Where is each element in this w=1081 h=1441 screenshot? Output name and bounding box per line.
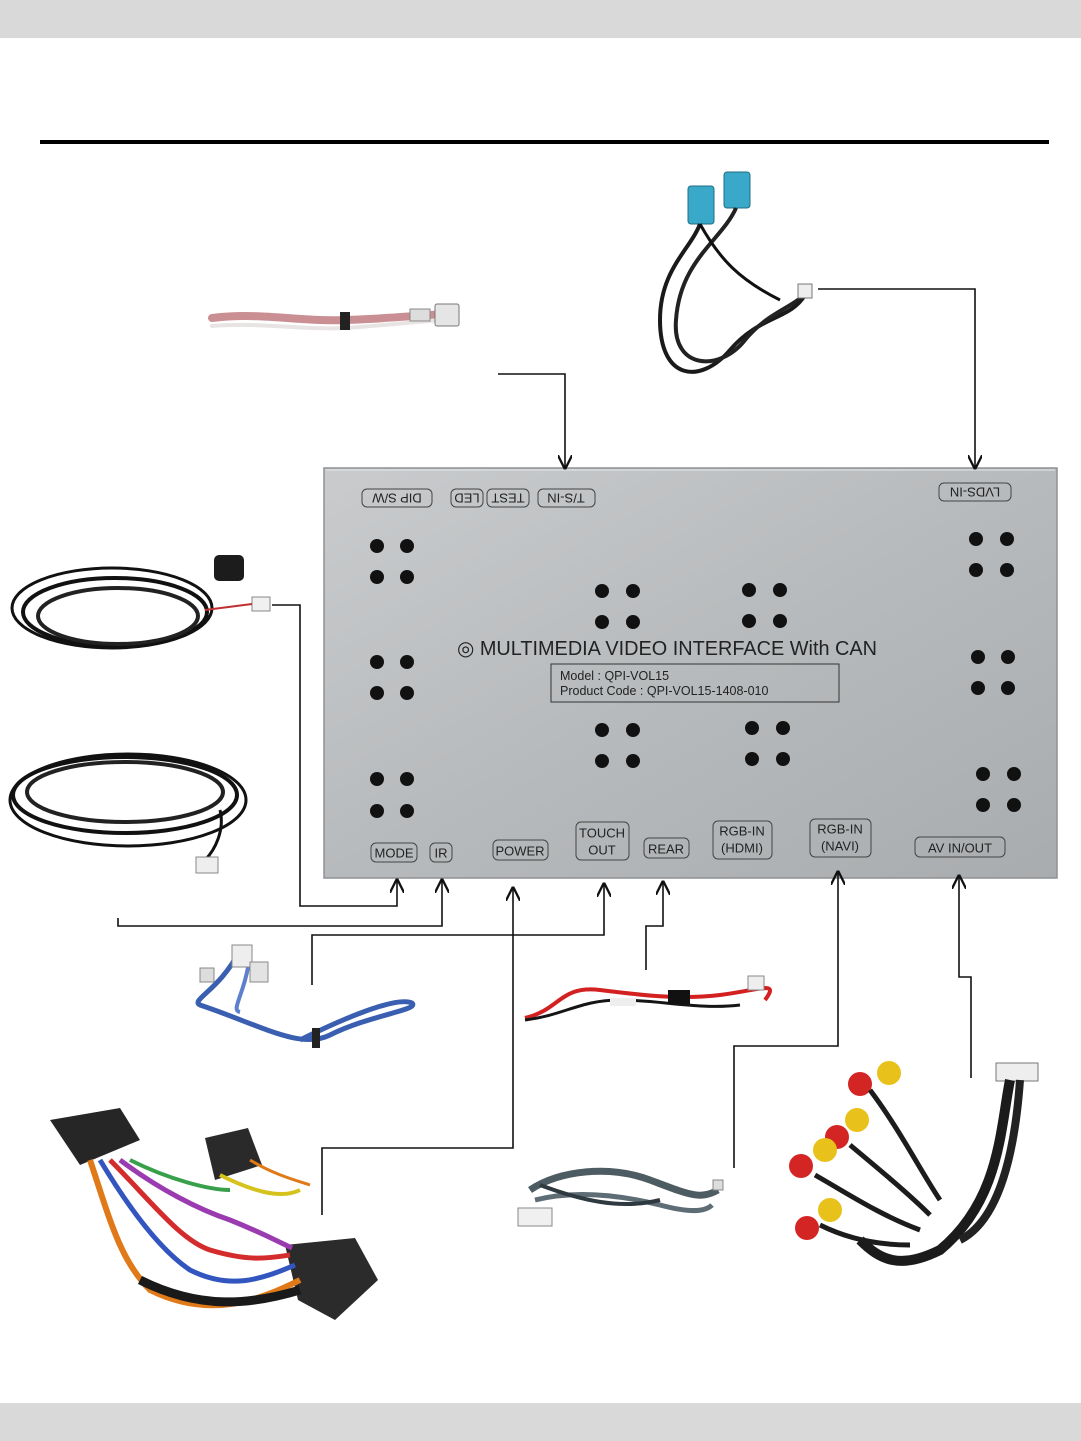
rgb-navi-label-1: RGB-IN <box>817 822 863 837</box>
mode-label: MODE <box>375 846 414 861</box>
led-label: LED <box>454 491 479 506</box>
ts-in-line <box>498 374 565 468</box>
model-text: Model : QPI-VOL15 <box>560 669 669 683</box>
ir-label: IR <box>435 846 448 861</box>
rgb-hdmi-label-1: RGB-IN <box>719 824 765 839</box>
product-code-text: Product Code : QPI-VOL15-1408-010 <box>560 684 769 698</box>
rear-line <box>646 882 663 970</box>
ts-in-cable-image <box>212 304 459 330</box>
touch-out-line <box>312 884 604 985</box>
av-inout-cable-image <box>789 1061 1038 1261</box>
mode-switch-cable-image <box>12 555 270 648</box>
ir-receiver-cable-image <box>10 754 246 873</box>
power-harness-image <box>50 1108 378 1320</box>
lvds-in-label: LVDS-IN <box>950 485 1000 500</box>
module-title: ◎ MULTIMEDIA VIDEO INTERFACE With CAN <box>457 638 877 660</box>
lvds-in-line <box>818 289 975 468</box>
rgb-navi-line <box>734 872 838 1168</box>
dip-sw-label: DIP S/W <box>371 491 421 506</box>
interface-module: ◎ MULTIMEDIA VIDEO INTERFACE With CAN Mo… <box>324 468 1057 878</box>
module-panel <box>324 468 1057 878</box>
port-rear: REAR <box>644 838 689 858</box>
touch-out-label-1: TOUCH <box>579 826 625 841</box>
rgb-navi-cable-image <box>518 1171 723 1226</box>
touch-out-label-2: OUT <box>588 843 616 858</box>
power-label: POWER <box>495 844 544 859</box>
port-dip-sw: DIP S/W <box>362 489 432 507</box>
rear-label: REAR <box>648 842 684 857</box>
touch-out-cable-image <box>198 945 413 1048</box>
power-line <box>322 888 513 1215</box>
test-label: TEST <box>491 491 524 506</box>
rgb-navi-label-2: (NAVI) <box>821 839 859 854</box>
ir-line <box>118 880 442 926</box>
port-av-inout: AV IN/OUT <box>915 837 1005 857</box>
port-led: LED <box>451 489 483 507</box>
port-power: POWER <box>493 840 548 860</box>
ts-in-label: T/S-IN <box>547 491 585 506</box>
footer-band <box>0 1403 1081 1441</box>
av-inout-label: AV IN/OUT <box>928 841 992 856</box>
port-test: TEST <box>487 489 529 507</box>
port-mode: MODE <box>371 843 417 862</box>
rear-camera-cable-image <box>525 976 770 1020</box>
rgb-hdmi-label-2: (HDMI) <box>721 841 763 856</box>
lvds-cable-image <box>660 172 812 372</box>
av-inout-line <box>959 876 971 1078</box>
